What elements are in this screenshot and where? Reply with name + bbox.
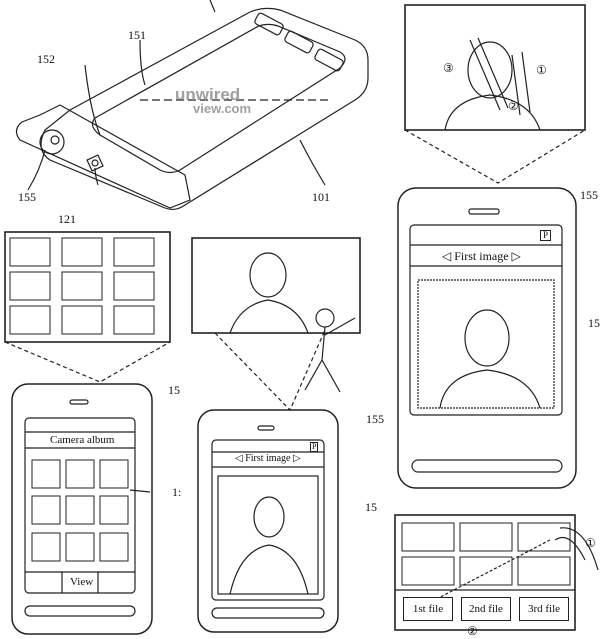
projection-middle: [191, 237, 361, 412]
ref-label-camera: 121: [58, 212, 76, 226]
middle-badge: P: [310, 442, 319, 452]
ref-label-right-phone: 155: [580, 188, 598, 202]
file-button-1[interactable]: 1st file: [403, 597, 453, 621]
phone-middle: [197, 409, 339, 633]
projection-left: [4, 231, 171, 383]
ref-label-projector: 155: [18, 190, 36, 204]
ref-label-left-phone: 15: [168, 383, 180, 397]
ref-label-display: 151: [128, 28, 146, 42]
file-button-2[interactable]: 2nd file: [461, 597, 511, 621]
file-panel-outline: [394, 514, 599, 631]
ref-label-right-screen: 15: [588, 316, 600, 330]
perspective-phone: [15, 0, 369, 211]
projection-top-right: [404, 4, 586, 184]
ref-label-body: 101: [312, 190, 330, 204]
file-button-3[interactable]: 3rd file: [519, 597, 569, 621]
phone-album: [11, 383, 153, 635]
right-badge: P: [540, 230, 552, 241]
gesture-marker: ②: [508, 99, 519, 113]
gesture-marker: ①: [585, 536, 596, 550]
ref-label-sensor: 152: [37, 52, 55, 66]
ref-label-middle-screen: 15: [365, 500, 377, 514]
ref-label-left-screen: 1:: [172, 485, 182, 499]
phone-right: [397, 187, 577, 489]
gesture-marker: ①: [536, 63, 547, 77]
album-title: Camera album: [50, 434, 115, 446]
middle-image-title: ◁ First image ▷: [235, 453, 301, 464]
ref-label-middle-phone: 155: [366, 412, 384, 426]
right-image-title: ◁ First image ▷: [442, 249, 521, 263]
gesture-marker: ③: [443, 61, 454, 75]
gesture-marker: ②: [467, 624, 478, 638]
view-softkey[interactable]: View: [70, 576, 94, 588]
